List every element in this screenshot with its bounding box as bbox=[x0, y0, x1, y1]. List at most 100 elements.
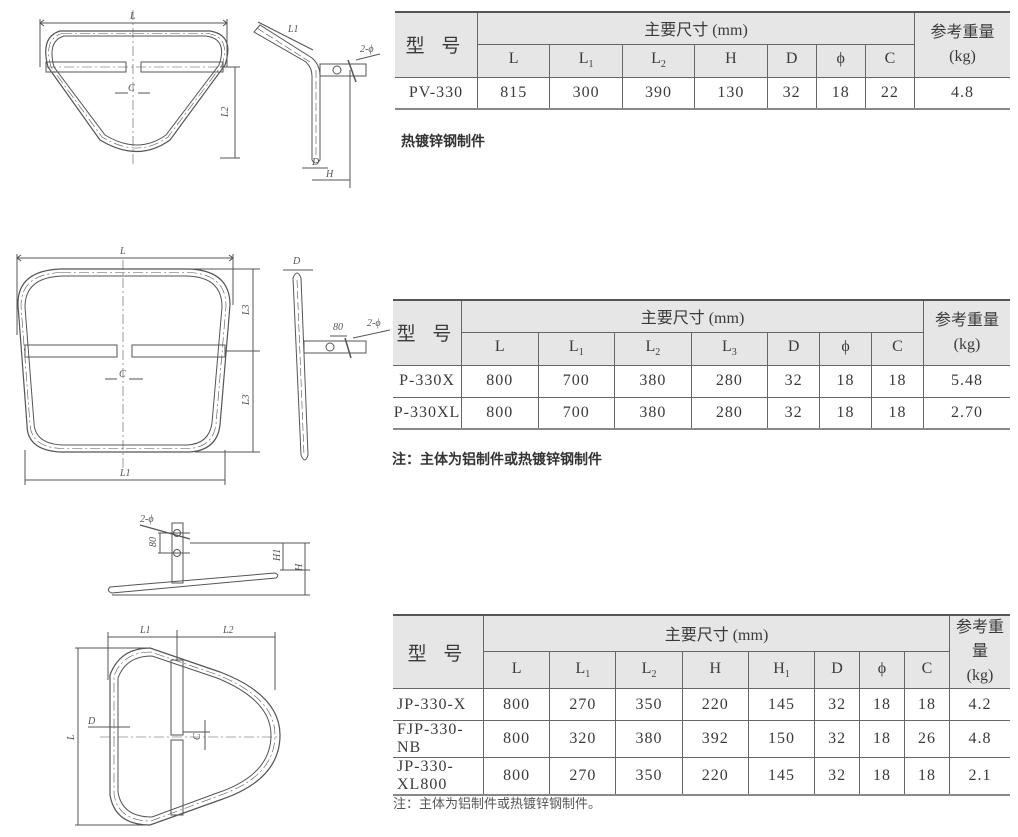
main-dimensions-header: 主要尺寸 (mm) bbox=[477, 11, 915, 45]
value-cell: 18 bbox=[871, 364, 924, 398]
svg-text:D: D bbox=[87, 716, 96, 727]
col-header-l2: L2 bbox=[621, 43, 696, 78]
model-cell: P-330X bbox=[393, 364, 462, 398]
value-cell: 280 bbox=[690, 396, 769, 430]
value-cell: 380 bbox=[615, 720, 683, 758]
value-cell: 32 bbox=[814, 757, 861, 796]
weight-header: 参考重量(kg) bbox=[949, 614, 1010, 689]
value-cell: 800 bbox=[461, 364, 539, 398]
value-cell: 150 bbox=[747, 720, 816, 758]
col-header-l: L bbox=[483, 650, 551, 690]
model-header: 型 号 bbox=[393, 614, 484, 689]
value-cell: 800 bbox=[461, 396, 539, 430]
col-header-c: C bbox=[903, 650, 950, 690]
value-cell: 18 bbox=[819, 396, 872, 430]
value-cell: 390 bbox=[621, 76, 696, 110]
svg-text:2-ϕ: 2-ϕ bbox=[367, 318, 381, 329]
value-cell: 18 bbox=[859, 757, 905, 796]
value-cell: 350 bbox=[615, 688, 683, 721]
svg-text:2-ϕ: 2-ϕ bbox=[360, 44, 374, 55]
col-header-l3: L3 bbox=[690, 331, 769, 366]
weight-cell: 4.8 bbox=[914, 76, 1010, 110]
jp-330-side-drawing: 2-ϕ 80 H1 H bbox=[100, 505, 310, 605]
col-header-l: L bbox=[477, 43, 551, 78]
model-header: 型 号 bbox=[393, 299, 462, 366]
value-cell: 392 bbox=[681, 720, 749, 758]
svg-text:C: C bbox=[192, 733, 203, 740]
table-row: P-330X 800 700 380 280 32 18 18 5.48 bbox=[393, 364, 1010, 398]
model-cell: JP-330-X bbox=[393, 688, 484, 721]
value-cell: 18 bbox=[859, 688, 905, 721]
main-dimensions-header: 主要尺寸 (mm) bbox=[461, 299, 924, 333]
weight-header: 参考重量(kg) bbox=[914, 11, 1010, 78]
model-cell: PV-330 bbox=[395, 76, 478, 110]
weight-cell: 4.2 bbox=[949, 688, 1010, 721]
value-cell: 18 bbox=[819, 364, 872, 398]
value-cell: 32 bbox=[766, 76, 817, 110]
col-header-h: H bbox=[694, 43, 768, 78]
svg-text:H: H bbox=[325, 169, 334, 180]
svg-text:L1: L1 bbox=[287, 24, 299, 35]
value-cell: 280 bbox=[690, 364, 769, 398]
pv-330-front-drawing: L C L2 bbox=[20, 5, 250, 170]
value-cell: 380 bbox=[614, 364, 692, 398]
svg-text:2-ϕ: 2-ϕ bbox=[140, 514, 154, 525]
col-header-phi: ϕ bbox=[859, 650, 905, 690]
col-header-h1: H1 bbox=[747, 650, 816, 690]
weight-cell: 2.1 bbox=[949, 757, 1010, 796]
svg-text:80: 80 bbox=[148, 537, 159, 547]
col-header-l1: L1 bbox=[537, 331, 616, 366]
svg-text:L: L bbox=[66, 734, 77, 741]
value-cell: 270 bbox=[549, 688, 617, 721]
table-row: JP-330-XL800 800 270 350 220 145 32 18 1… bbox=[393, 757, 1010, 796]
value-cell: 320 bbox=[549, 720, 617, 758]
svg-text:L1: L1 bbox=[139, 625, 151, 636]
value-cell: 270 bbox=[549, 757, 617, 796]
value-cell: 22 bbox=[864, 76, 916, 110]
p-330x-spec-table: 型 号 主要尺寸 (mm) 参考重量(kg) L L1 L2 L3 D ϕ C … bbox=[393, 299, 1010, 430]
value-cell: 18 bbox=[859, 720, 905, 758]
value-cell: 145 bbox=[747, 688, 816, 721]
col-header-d: D bbox=[814, 650, 861, 690]
pv-330-spec-table: 型 号 主要尺寸 (mm) 参考重量(kg) L L1 L2 H D ϕ C P… bbox=[395, 11, 1010, 110]
p-330x-front-drawing: L C L3 L3 L1 bbox=[5, 245, 270, 490]
value-cell: 32 bbox=[814, 720, 861, 758]
col-header-l1: L1 bbox=[549, 43, 623, 78]
p-330x-note: 注：主体为铝制件或热镀锌钢制件 bbox=[392, 452, 602, 468]
value-cell: 380 bbox=[614, 396, 692, 430]
weight-cell: 4.8 bbox=[949, 720, 1010, 758]
model-cell: FJP-330-NB bbox=[393, 720, 484, 758]
table-row: PV-330 815 300 390 130 32 18 22 4.8 bbox=[395, 76, 1010, 110]
value-cell: 18 bbox=[903, 688, 951, 721]
value-cell: 300 bbox=[549, 76, 623, 110]
weight-cell: 2.70 bbox=[923, 396, 1010, 430]
model-cell: JP-330-XL800 bbox=[393, 757, 484, 796]
svg-text:H: H bbox=[294, 563, 305, 572]
col-header-phi: ϕ bbox=[815, 43, 866, 78]
jp-330-note: 注：主体为铝制件或热镀锌钢制件。 bbox=[393, 797, 602, 812]
model-header: 型 号 bbox=[395, 11, 478, 78]
svg-text:L: L bbox=[119, 246, 126, 257]
value-cell: 700 bbox=[537, 396, 616, 430]
pv-330-side-drawing: L1 2-ϕ D H bbox=[250, 10, 380, 190]
col-header-c: C bbox=[871, 331, 924, 366]
value-cell: 800 bbox=[482, 720, 551, 758]
value-cell: 700 bbox=[537, 364, 616, 398]
svg-text:D: D bbox=[292, 256, 301, 267]
svg-text:D: D bbox=[311, 157, 320, 168]
col-header-d: D bbox=[767, 331, 821, 366]
col-header-c: C bbox=[864, 43, 915, 78]
value-cell: 130 bbox=[694, 76, 768, 110]
col-header-l1: L1 bbox=[549, 650, 617, 690]
value-cell: 18 bbox=[871, 396, 924, 430]
svg-text:C: C bbox=[128, 83, 135, 94]
model-cell: P-330XL bbox=[393, 396, 462, 430]
col-header-l2: L2 bbox=[614, 331, 692, 366]
value-cell: 350 bbox=[615, 757, 683, 796]
jp-330-top-drawing: L1 L2 L D C bbox=[60, 620, 290, 832]
value-cell: 815 bbox=[476, 76, 551, 110]
col-header-phi: ϕ bbox=[819, 331, 872, 366]
table-row: FJP-330-NB 800 320 380 392 150 32 18 26 … bbox=[393, 720, 1010, 758]
svg-text:L3: L3 bbox=[241, 394, 252, 406]
value-cell: 800 bbox=[482, 688, 551, 721]
